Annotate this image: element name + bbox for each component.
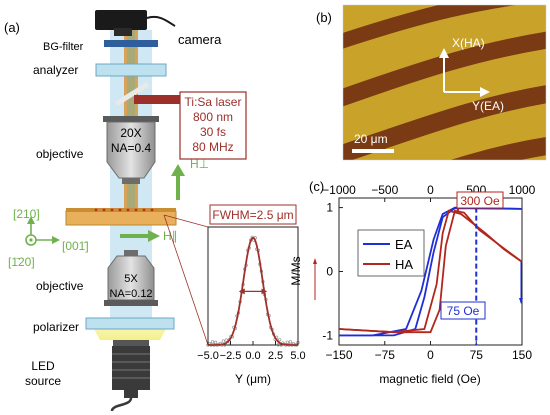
led-source-icon — [110, 340, 150, 412]
sample — [65, 210, 177, 226]
profile-title: FWHM=2.5 μm — [212, 208, 293, 222]
laser-pulse: 30 fs — [200, 125, 226, 139]
profile-data-point — [214, 340, 218, 344]
profile-data-point — [221, 339, 225, 343]
profile-fit-line — [208, 236, 298, 346]
micrograph-y-label: Y(EA) — [472, 99, 504, 113]
polarizer-label: polarizer — [33, 320, 79, 334]
profile-data-point — [210, 340, 215, 344]
polarizer-plate — [85, 317, 175, 330]
profile-x-tick-label: −5.0 — [197, 350, 219, 362]
profile-x-tick-label: 5.0 — [290, 350, 305, 362]
hysteresis-top-tick-label: −500 — [371, 183, 398, 197]
dir-001-label: [001̄] — [62, 239, 89, 253]
micrograph-x-label: X(HA) — [452, 36, 485, 50]
laser-beam — [134, 95, 180, 104]
profile-xlabel: Y (μm) — [235, 372, 271, 386]
analyzer-label: analyzer — [33, 63, 78, 77]
objective-5x-na: NA=0.12 — [109, 288, 152, 300]
h-perp-arrowhead — [171, 164, 185, 176]
h-par-arrowhead — [148, 230, 160, 242]
hysteresis-x-tick-label: −150 — [325, 348, 352, 362]
ha-loop-down — [338, 209, 523, 334]
hysteresis-xlabel: magnetic field (Oe) — [379, 372, 480, 386]
ea-sweep-arrowhead — [519, 298, 523, 304]
hysteresis-top-tick-label: 0 — [427, 183, 434, 197]
bg-filter — [104, 40, 158, 47]
objective-20x — [103, 116, 159, 184]
connector-line-upper — [163, 214, 209, 228]
objective-20x-mag: 20X — [120, 126, 141, 140]
scale-bar-label: 20 μm — [354, 132, 388, 146]
objective-5x — [104, 250, 158, 306]
led-label-line1: LED — [31, 359, 55, 373]
fwhm-box — [209, 204, 297, 225]
micrograph-axes-icon — [439, 48, 490, 97]
hysteresis-x-tick-label: 0 — [427, 348, 434, 362]
hysteresis-x-tick-label: 150 — [512, 348, 532, 362]
h-par-label: H∥ — [163, 229, 178, 243]
ea-loop-down — [339, 207, 523, 337]
profile-marks — [206, 235, 300, 347]
profile-x-tick-label: −2.5 — [220, 350, 242, 362]
laser-wavelength: 800 nm — [193, 110, 233, 124]
hysteresis-x-tick-label: −75 — [375, 348, 396, 362]
bg-filter-label: BG-filter — [43, 41, 84, 53]
objective-bottom-label: objective — [36, 279, 84, 293]
profile-data-point — [278, 338, 282, 342]
profile-plot-frame — [207, 226, 299, 346]
panel-label-c: (c) — [309, 179, 324, 194]
camera-label: camera — [178, 32, 222, 47]
profile-x-tick-label: 2.5 — [268, 350, 283, 362]
h-perp-label: H⊥ — [190, 157, 209, 171]
annotation-300oe: 300 Oe — [460, 194, 500, 208]
annotation-75oe: 75 Oe — [447, 304, 480, 318]
hysteresis-legend — [357, 229, 425, 277]
led-label-line2: source — [25, 374, 61, 388]
legend-label-ea: EA — [395, 237, 413, 252]
hysteresis-top-tick-label: −1000 — [322, 183, 356, 197]
analyzer-plate — [95, 63, 167, 77]
profile-data-point — [276, 343, 280, 347]
objective-20x-na: NA=0.4 — [111, 141, 152, 155]
annotation-75oe-box — [440, 301, 486, 320]
profile-data-point — [224, 338, 228, 342]
hysteresis-ticks: −150 −75 0 75 150 1 0 -1 — [322, 201, 532, 362]
connector-line-lower — [163, 214, 209, 346]
hysteresis-ylabel: M/Ms — [289, 256, 303, 285]
profile-data-point — [285, 340, 289, 344]
micrograph-border — [342, 4, 547, 161]
ha-sweep-arrowhead — [313, 258, 317, 264]
micrograph-image — [343, 5, 546, 160]
objective-top-label: objective — [36, 147, 84, 161]
hysteresis-top-tick-label: 1000 — [509, 183, 536, 197]
hysteresis-y-tick-label: 0 — [326, 265, 333, 279]
scale-bar — [352, 149, 394, 153]
crystal-axes-icon — [25, 216, 60, 246]
hysteresis-x-tick-label: 75 — [470, 348, 484, 362]
laser-name: Ti:Sa laser — [185, 95, 242, 109]
legend-label-ha: HA — [395, 257, 413, 272]
profile-data-point — [288, 340, 292, 344]
panel-label-b: (b) — [316, 10, 332, 25]
profile-x-tick-label: 0.0 — [245, 350, 260, 362]
laser-info-box — [179, 91, 247, 160]
camera-icon — [95, 10, 176, 36]
hysteresis-y-tick-label: 1 — [326, 201, 333, 215]
panel-label-a: (a) — [4, 20, 20, 35]
dir-210-label: [210] — [13, 207, 40, 221]
hysteresis-y-tick-label: -1 — [322, 328, 333, 342]
annotation-300oe-box — [456, 191, 504, 209]
beam-splitter — [114, 81, 150, 107]
dir-120-label: [1̄20] — [8, 255, 35, 269]
objective-5x-mag: 5X — [124, 273, 138, 285]
sample-dots — [94, 208, 154, 212]
laser-reprate: 80 MHz — [192, 140, 233, 154]
